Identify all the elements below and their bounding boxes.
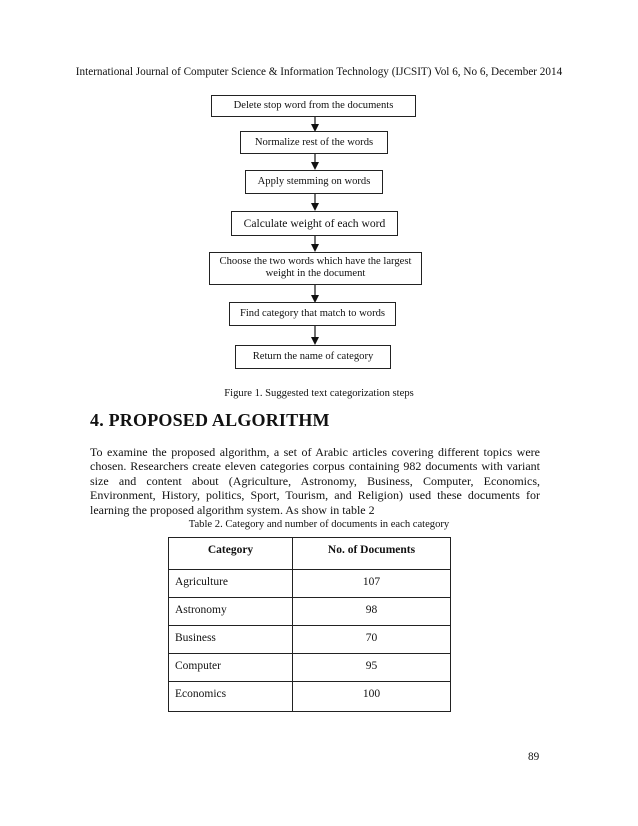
flow-step-find-category: Find category that match to words [229,302,396,326]
column-header-documents: No. of Documents [292,537,451,570]
running-header: International Journal of Computer Scienc… [75,66,563,78]
flow-step-choose-two-words: Choose the two words which have the larg… [209,252,422,285]
table-row: Astronomy 98 [168,597,451,626]
flowchart: Delete stop word from the documents Norm… [0,0,638,380]
column-header-category: Category [168,537,293,570]
flow-step-return-category: Return the name of category [235,345,391,369]
figure-caption: Figure 1. Suggested text categorization … [224,388,414,399]
table-row: Economics 100 [168,681,451,712]
flow-step-label: Normalize rest of the words [254,136,374,148]
table-caption: Table 2. Category and number of document… [188,519,450,530]
documents-cell: 98 [292,597,451,626]
flow-connectors [311,117,319,345]
flow-step-label: Choose the two words which have the larg… [219,256,412,279]
table-row: Agriculture 107 [168,569,451,598]
flow-step-label: Apply stemming on words [257,176,371,187]
documents-cell: 70 [292,625,451,654]
category-cell: Business [168,625,293,654]
flow-step-delete-stop-words: Delete stop word from the documents [211,95,416,117]
category-cell: Astronomy [168,597,293,626]
table-row: Computer 95 [168,653,451,682]
flow-step-normalize: Normalize rest of the words [240,131,388,154]
flow-step-calculate-weight: Calculate weight of each word [231,211,398,236]
body-paragraph: To examine the proposed algorithm, a set… [90,445,540,517]
category-cell: Agriculture [168,569,293,598]
documents-cell: 107 [292,569,451,598]
flow-step-label: Return the name of category [252,351,374,362]
flow-step-label: Find category that match to words [239,308,386,319]
documents-cell: 95 [292,653,451,682]
table-header-row: Category No. of Documents [168,537,451,570]
category-cell: Computer [168,653,293,682]
table-row: Business 70 [168,625,451,654]
page-number: 89 [528,751,540,763]
flow-step-stemming: Apply stemming on words [245,170,383,194]
flow-step-label: Delete stop word from the documents [233,100,394,111]
category-table: Category No. of Documents Agriculture 10… [168,537,451,712]
documents-cell: 100 [292,681,451,712]
flow-step-label: Calculate weight of each word [243,216,386,230]
section-heading: 4. PROPOSED ALGORITHM [90,410,330,430]
category-cell: Economics [168,681,293,712]
